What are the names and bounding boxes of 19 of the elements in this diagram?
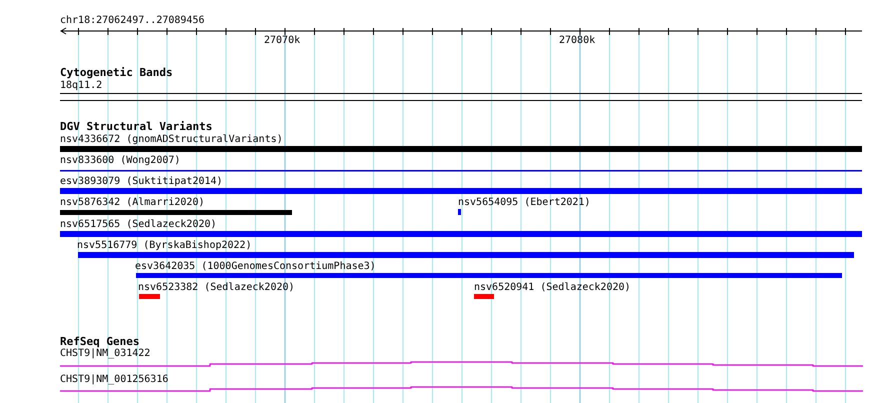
- scale-label: 27080k: [559, 35, 596, 47]
- feature-label: nsv5654095 (Ebert2021): [458, 197, 590, 209]
- gene-label: CHST9|NM_031422: [60, 348, 150, 360]
- feature-label: nsv5876342 (Almarri2020): [60, 197, 204, 209]
- locus-label: chr18:27062497..27089456: [60, 15, 204, 27]
- band-label: 18q11.2: [60, 80, 102, 92]
- feature-label: nsv6523382 (Sedlazeck2020): [138, 282, 295, 294]
- track-title: DGV Structural Variants: [60, 121, 212, 133]
- feature-label: nsv6517565 (Sedlazeck2020): [60, 219, 217, 231]
- gene-label: CHST9|NM_001256316: [60, 374, 168, 386]
- feature-label: esv3893079 (Suktitipat2014): [60, 176, 223, 188]
- feature-label: nsv5516779 (ByrskaBishop2022): [77, 240, 252, 252]
- track-title: RefSeq Genes: [60, 336, 140, 348]
- feature-label: esv3642035 (1000GenomesConsortiumPhase3): [135, 261, 376, 273]
- scale-label: 27070k: [264, 35, 300, 47]
- track-title: Cytogenetic Bands: [60, 67, 173, 79]
- feature-label: nsv4336672 (gnomADStructuralVariants): [60, 134, 283, 146]
- feature-label: nsv6520941 (Sedlazeck2020): [474, 282, 631, 294]
- feature-label: nsv833600 (Wong2007): [60, 155, 180, 167]
